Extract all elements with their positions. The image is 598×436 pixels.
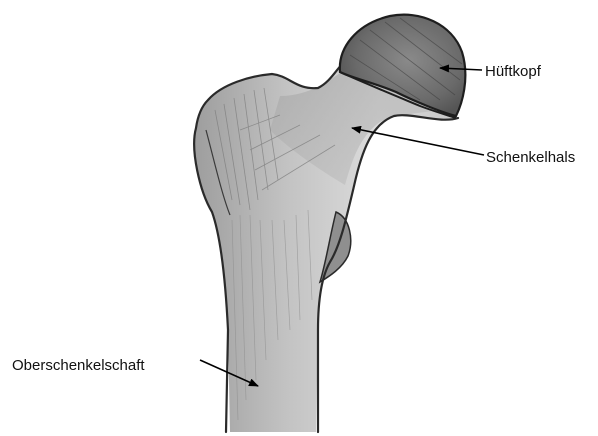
label-femoral-neck: Schenkelhals [486, 150, 575, 165]
femur-bone [194, 60, 458, 432]
arrow-schenkelhals [352, 128, 484, 155]
label-femoral-head: Hüftkopf [485, 64, 541, 79]
label-femoral-shaft: Oberschenkelschaft [12, 358, 145, 373]
